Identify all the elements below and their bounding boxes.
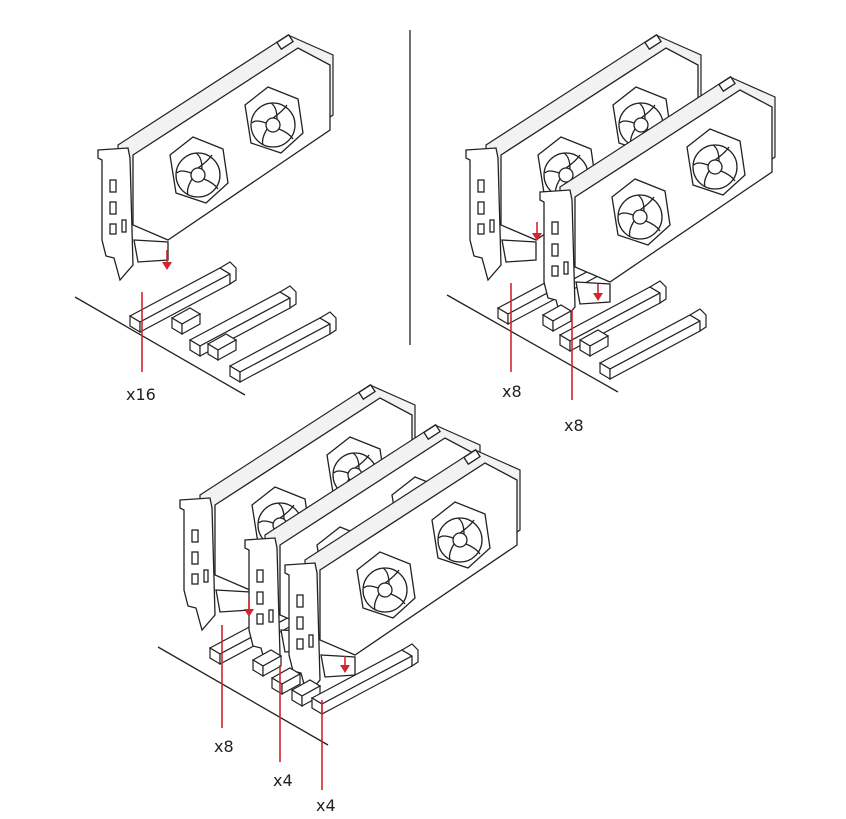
lane-label-x8-a: x8 bbox=[502, 382, 522, 401]
lane-label-x4-b: x4 bbox=[316, 796, 336, 815]
insert-arrow bbox=[593, 284, 603, 301]
graphics-card bbox=[97, 34, 334, 281]
motherboard-edge bbox=[157, 646, 329, 746]
insert-arrow bbox=[340, 656, 350, 673]
insert-arrow bbox=[532, 222, 542, 241]
motherboard-edge bbox=[446, 294, 619, 393]
pcie-slot-short bbox=[542, 304, 572, 332]
lane-label-x16: x16 bbox=[126, 385, 156, 404]
pcie-slot bbox=[311, 643, 419, 715]
scene-dual-card: x8 x8 bbox=[446, 34, 776, 435]
pcie-slot-short bbox=[252, 649, 282, 677]
scene-triple-card: x8 x4 x4 bbox=[157, 384, 521, 815]
insert-arrow bbox=[162, 250, 172, 270]
scene-single-card: x16 bbox=[74, 34, 337, 404]
motherboard-edge bbox=[74, 296, 246, 396]
insert-arrow bbox=[244, 600, 254, 617]
lane-label-x8: x8 bbox=[214, 737, 234, 756]
lane-label-x8-b: x8 bbox=[564, 416, 584, 435]
lane-label-x4-a: x4 bbox=[273, 771, 293, 790]
